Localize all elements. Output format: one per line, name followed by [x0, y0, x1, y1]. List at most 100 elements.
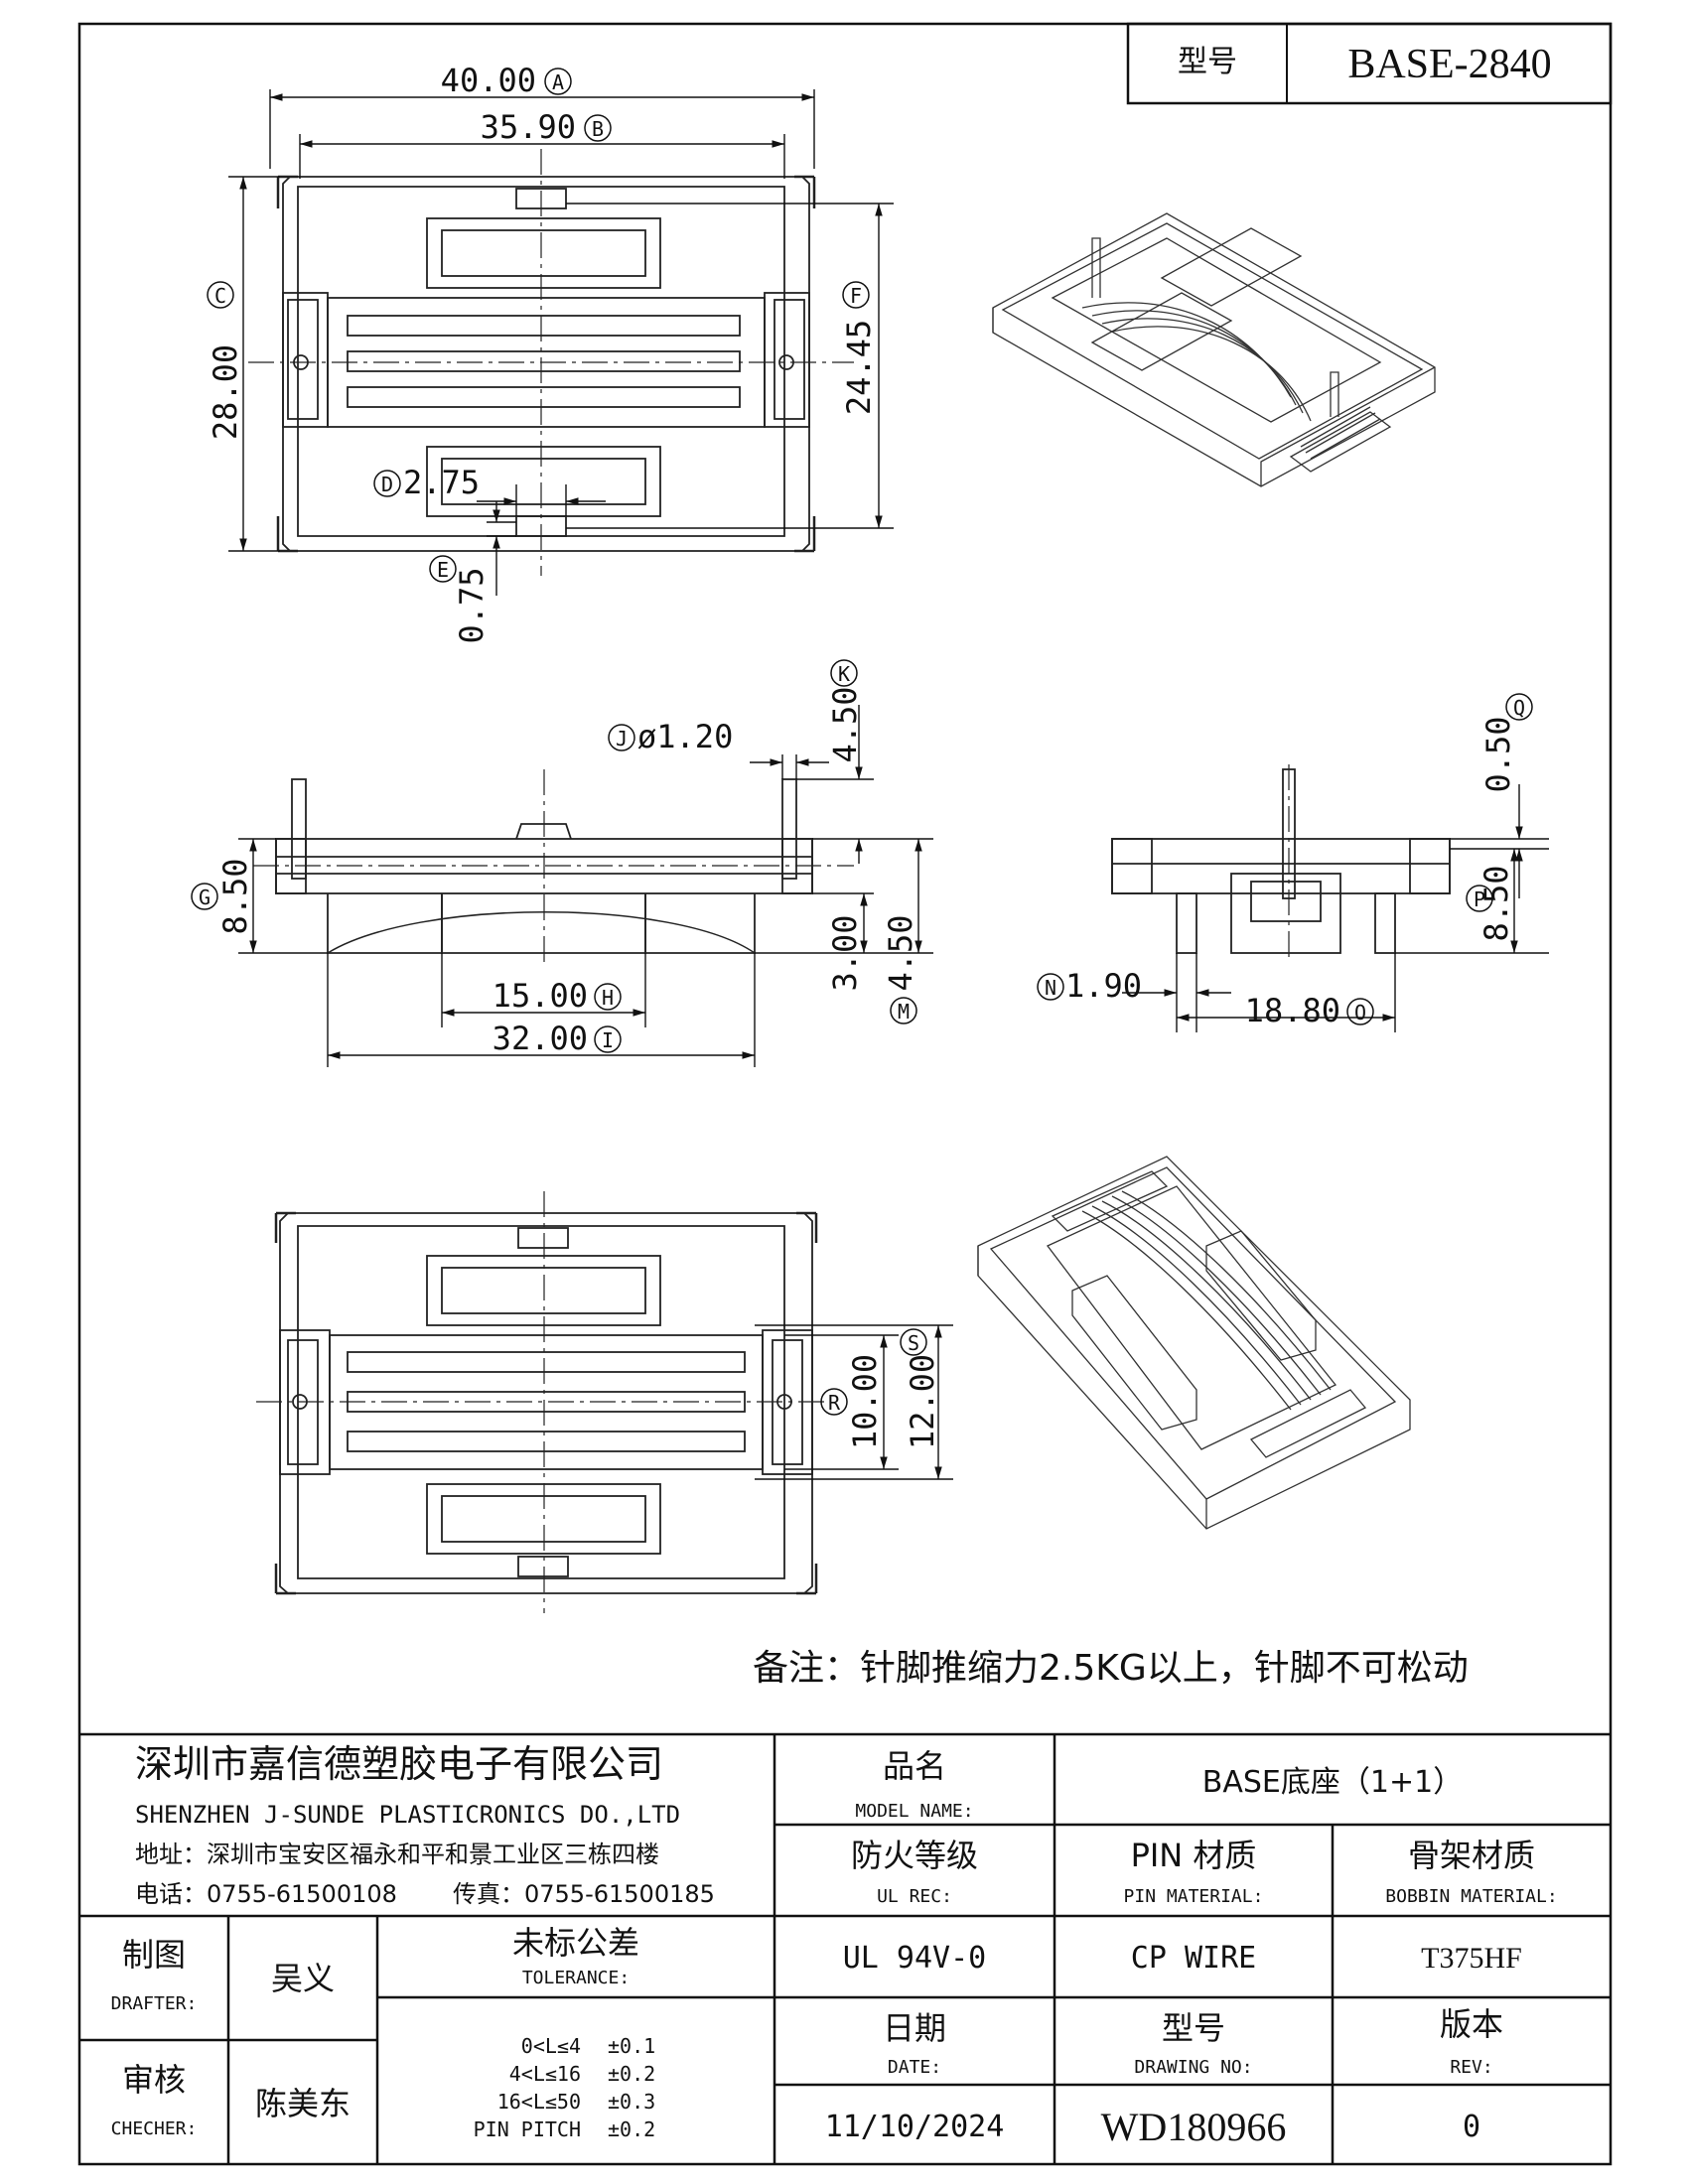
- tolerance-range: PIN PITCH: [474, 2117, 581, 2141]
- isometric-view-top: [992, 212, 1436, 487]
- company-name-en: SHENZHEN J-SUNDE PLASTICRONICS DO.,LTD: [135, 1801, 680, 1829]
- tolerance-range: 4<L≤16: [509, 2062, 581, 2086]
- company-info: 深圳市嘉信德塑胶电子有限公司 SHENZHEN J-SUNDE PLASTICR…: [135, 1742, 715, 1908]
- dim-p-value: 8.50: [1477, 865, 1515, 941]
- rev-cn: 版本: [1440, 2005, 1503, 2043]
- tolerance-value: ±0.3: [608, 2090, 655, 2114]
- dim-g-letter: G: [199, 886, 211, 909]
- tolerance-table: 0<L≤4 ±0.1 4<L≤16 ±0.2 16<L≤50 ±0.3 PIN …: [474, 2034, 656, 2141]
- dim-r-value: 10.00: [846, 1354, 884, 1449]
- company-fax: 传真：0755-61500185: [453, 1880, 715, 1908]
- model-name-en: MODEL NAME:: [855, 1801, 973, 1822]
- date-en: DATE:: [888, 2057, 941, 2078]
- dim-j-value: ø1.20: [637, 718, 733, 755]
- tolerance-value: ±0.1: [608, 2034, 655, 2058]
- dim-i-value: 32.00: [492, 1020, 588, 1057]
- dim-m-letter: M: [898, 1000, 910, 1024]
- dim-h-letter: H: [602, 986, 614, 1010]
- tolerance-value: ±0.2: [608, 2117, 655, 2141]
- bottom-view-dimensions: [755, 1324, 953, 1480]
- dim-k-letter: K: [838, 662, 850, 686]
- dim-j-letter: J: [616, 727, 628, 751]
- drafter-value: 吴义: [271, 1960, 335, 1997]
- dim-a-value: 40.00: [441, 62, 536, 99]
- dim-b-letter: B: [592, 117, 604, 141]
- pin-material-value: CP WIRE: [1131, 1941, 1256, 1976]
- drafter-en: DRAFTER:: [111, 1993, 198, 2014]
- drawing-no-en: DRAWING NO:: [1134, 2057, 1252, 2078]
- bobbin-material-value: T375HF: [1421, 1942, 1522, 1975]
- dim-d-letter: D: [381, 473, 393, 496]
- drafter-cn: 制图: [122, 1936, 186, 1974]
- side-view-dimensions: [1122, 784, 1549, 1032]
- dim-f-value: 24.45: [840, 320, 878, 415]
- tolerance-range: 0<L≤4: [521, 2034, 581, 2058]
- drawing-no-value: WD180966: [1101, 2105, 1287, 2149]
- pin-material-cn: PIN 材质: [1131, 1837, 1257, 1874]
- rev-value: 0: [1463, 2110, 1480, 2144]
- isometric-view-bottom: [977, 1156, 1411, 1530]
- ul-en: UL REC:: [877, 1886, 952, 1907]
- dim-f-letter: F: [850, 284, 862, 308]
- dim-a-letter: A: [552, 70, 564, 94]
- top-view-labels: 40.00 A 35.90 B 28.00 C 24.45 F D 2.75 E…: [207, 62, 878, 644]
- dim-m-value: 4.50: [882, 914, 919, 991]
- dim-d-value: 2.75: [403, 464, 480, 501]
- dim-q-value: 0.50: [1479, 716, 1517, 792]
- dim-c-letter: C: [214, 284, 226, 308]
- model-name-value: BASE底座（1+1）: [1202, 1765, 1463, 1800]
- dim-s-letter: S: [908, 1331, 919, 1355]
- note-text: 备注：针脚推缩力2.5KG以上，针脚不可松动: [753, 1648, 1469, 1689]
- dim-3-value: 3.00: [826, 914, 864, 991]
- dim-p-letter: P: [1474, 887, 1485, 911]
- date-cn: 日期: [883, 2009, 946, 2047]
- dim-e-letter: E: [437, 558, 449, 582]
- model-header-label: 型号: [1178, 45, 1237, 79]
- dim-k-value: 4.50: [826, 686, 864, 762]
- dim-n-value: 1.90: [1065, 967, 1142, 1005]
- tolerance-range: 16<L≤50: [497, 2090, 581, 2114]
- checker-en: CHECHER:: [111, 2118, 198, 2139]
- bottom-view: [256, 1191, 824, 1613]
- top-view-dimensions: [228, 89, 894, 596]
- drawing-no-cn: 型号: [1162, 2009, 1225, 2047]
- dim-g-value: 8.50: [216, 858, 254, 934]
- ul-value: UL 94V-0: [843, 1941, 987, 1976]
- front-view: [253, 769, 854, 963]
- top-view: [248, 149, 854, 576]
- tolerance-en: TOLERANCE:: [522, 1968, 630, 1988]
- side-view: [1111, 764, 1451, 963]
- rev-en: REV:: [1450, 2057, 1492, 2078]
- title-block-grid: [79, 1732, 1611, 2164]
- front-view-dimensions: [238, 705, 933, 1067]
- company-name-cn: 深圳市嘉信德塑胶电子有限公司: [135, 1742, 663, 1786]
- dim-s-value: 12.00: [904, 1354, 941, 1449]
- bobbin-material-cn: 骨架材质: [1408, 1837, 1535, 1874]
- tolerance-cn: 未标公差: [512, 1924, 639, 1962]
- dim-c-value: 28.00: [207, 344, 244, 440]
- model-header-value: BASE-2840: [1347, 42, 1551, 87]
- bobbin-material-en: BOBBIN MATERIAL:: [1385, 1886, 1557, 1907]
- model-header-box: 型号 BASE-2840: [1126, 22, 1613, 105]
- sheet-border: [77, 22, 1613, 2166]
- dim-i-letter: I: [602, 1028, 614, 1052]
- dim-q-letter: Q: [1513, 696, 1525, 720]
- dim-r-letter: R: [828, 1391, 841, 1415]
- front-view-labels: K 4.50 J ø1.20 G 8.50 15.00 H 32.00 I 3.…: [191, 659, 919, 1057]
- dim-n-letter: N: [1045, 976, 1056, 1000]
- checker-value: 陈美东: [255, 2085, 351, 2122]
- pin-material-en: PIN MATERIAL:: [1124, 1886, 1264, 1907]
- checker-cn: 审核: [122, 2061, 186, 2099]
- company-phone: 电话：0755-61500108: [135, 1880, 397, 1908]
- model-name-cn: 品名: [883, 1747, 946, 1785]
- dim-o-value: 18.80: [1245, 992, 1340, 1029]
- dim-h-value: 15.00: [492, 977, 588, 1015]
- dim-e-value: 0.75: [453, 567, 491, 643]
- dim-b-value: 35.90: [481, 108, 576, 146]
- bottom-view-labels: S 12.00 R 10.00: [820, 1328, 941, 1449]
- date-value: 11/10/2024: [825, 2110, 1005, 2144]
- side-view-labels: Q 0.50 P 8.50 N 1.90 18.80 O: [1037, 693, 1533, 1029]
- ul-cn: 防火等级: [851, 1837, 978, 1874]
- dim-o-letter: O: [1354, 1001, 1366, 1024]
